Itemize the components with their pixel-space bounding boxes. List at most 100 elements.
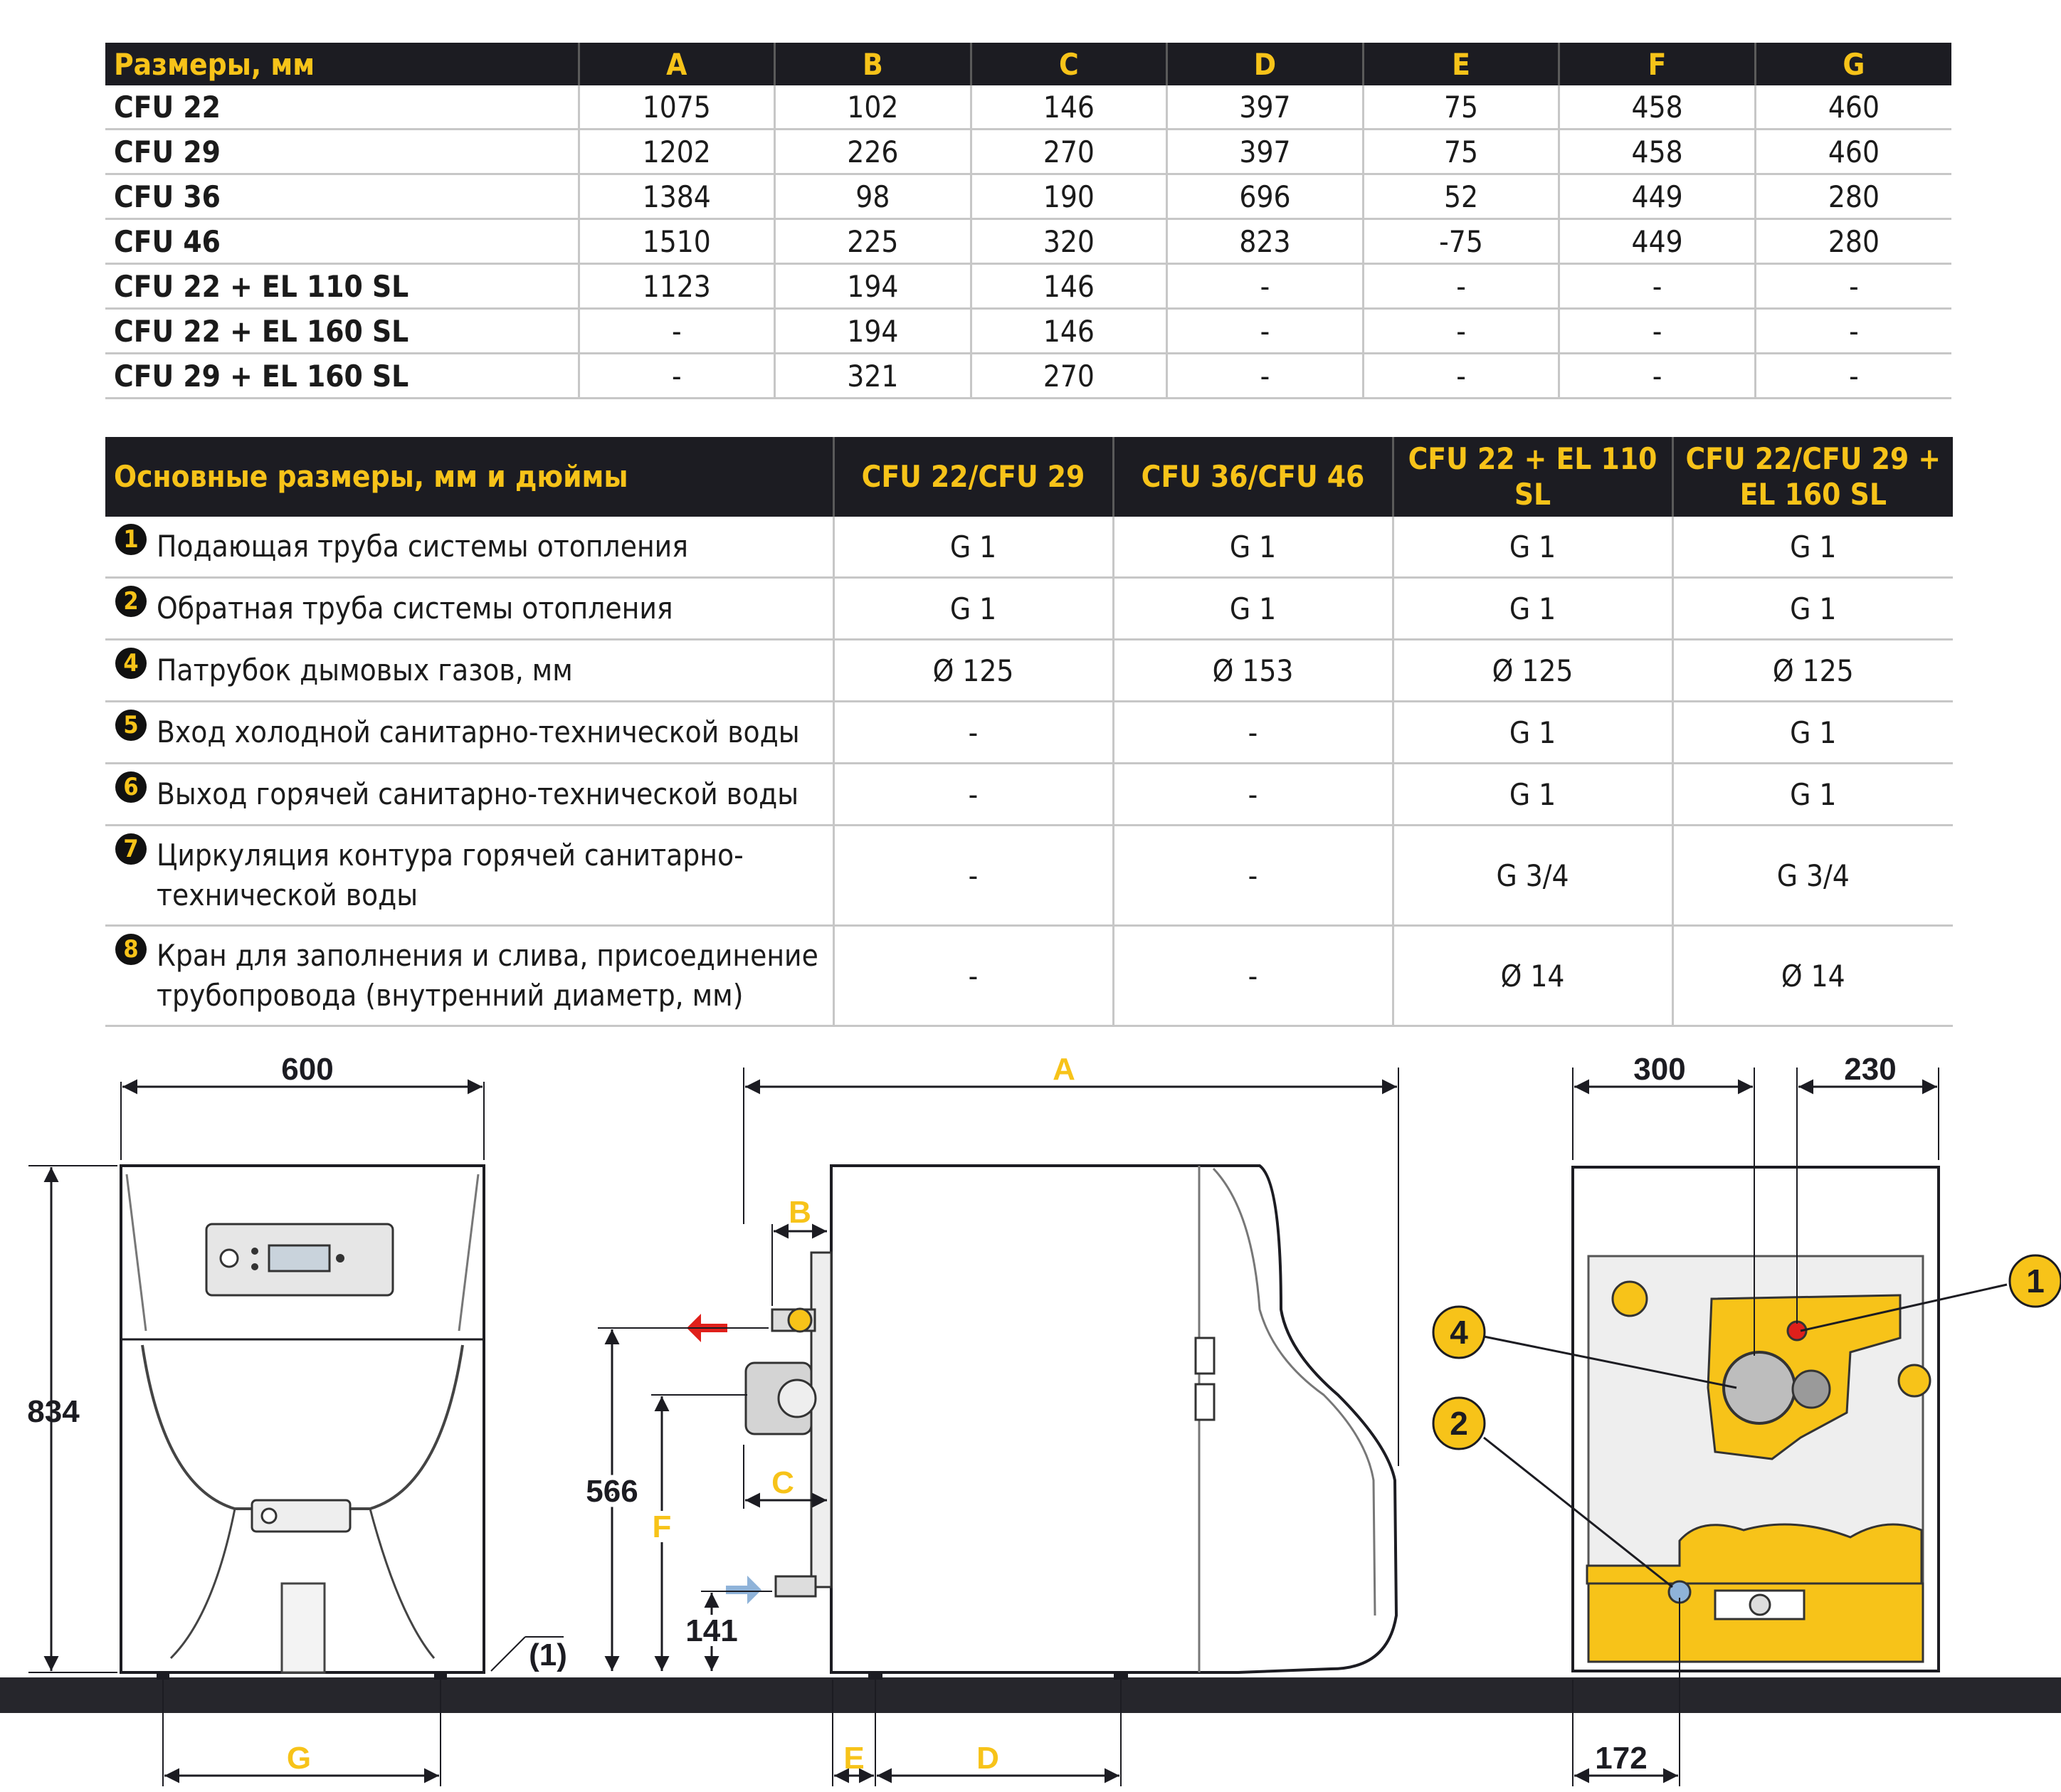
value-cell: Ø 14 xyxy=(1393,925,1674,1027)
value-cell: -75 xyxy=(1363,218,1561,265)
cold-flow-arrow xyxy=(726,1576,761,1604)
connection-description-cell: 4 Патрубок дымовых газов, мм xyxy=(105,639,835,702)
value-cell: 226 xyxy=(774,129,972,175)
value-cell: 1075 xyxy=(579,85,776,130)
value-cell: Ø 125 xyxy=(1672,639,1953,702)
value-cell: 460 xyxy=(1755,129,1951,175)
connection-number-badge: 8 xyxy=(115,934,147,965)
value-cell: - xyxy=(833,825,1114,927)
display-screen xyxy=(268,1244,331,1272)
value-cell: 194 xyxy=(774,263,972,310)
header-cell: CFU 22 + EL 110 SL xyxy=(1393,437,1674,517)
f-dimension-label: F xyxy=(653,1509,672,1544)
connection-description-cell: 6 Выход горячей санитарно-технической вод… xyxy=(105,763,835,826)
callout-badge xyxy=(2008,1254,2061,1308)
value-cell: - xyxy=(1755,308,1951,354)
value-cell: - xyxy=(833,925,1114,1027)
connection-number-badge: 6 xyxy=(115,771,147,803)
e-dimension-label: E xyxy=(843,1741,864,1776)
value-cell: 98 xyxy=(774,174,972,220)
connection-description-cell: 5 Вход холодной санитарно-технической вод… xyxy=(105,701,835,764)
value-cell: G 1 xyxy=(833,577,1114,641)
table-row: 5 Вход холодной санитарно-технической вод… xyxy=(105,701,1953,764)
value-cell: - xyxy=(1113,701,1394,764)
value-cell: 1510 xyxy=(579,218,776,265)
height-141-label: 141 xyxy=(685,1613,737,1648)
connection-label: Кран для заполнения и слива, присоединен… xyxy=(157,938,818,1013)
value-cell: G 1 xyxy=(833,517,1114,579)
connection-label: Патрубок дымовых газов, мм xyxy=(157,653,573,687)
callout-1-label: 1 xyxy=(2026,1263,2045,1300)
value-cell: G 1 xyxy=(1393,577,1674,641)
connection-number-badge: 4 xyxy=(115,648,147,679)
header-cell: F xyxy=(1559,43,1756,85)
value-cell: 190 xyxy=(971,174,1169,220)
value-cell: - xyxy=(1559,353,1756,399)
value-cell: 320 xyxy=(971,218,1169,265)
value-cell: - xyxy=(1363,263,1561,310)
value-cell: 1384 xyxy=(579,174,776,220)
front-view: 600 834 (1) G xyxy=(27,1052,567,1786)
model-name-cell: CFU 29 + EL 160 SL xyxy=(105,353,580,399)
callout-2-label: 2 xyxy=(1450,1405,1468,1442)
value-cell: - xyxy=(1113,825,1394,927)
connection-label: Выход горячей санитарно-технической воды xyxy=(157,776,799,811)
model-name-cell: CFU 46 xyxy=(105,218,580,265)
floor-bar xyxy=(0,1677,2061,1713)
model-name-cell: CFU 22 + EL 160 SL xyxy=(105,308,580,354)
c-dimension-label: C xyxy=(771,1465,794,1500)
value-cell: - xyxy=(579,353,776,399)
width-230-label: 230 xyxy=(1844,1052,1896,1087)
header-cell: G xyxy=(1755,43,1951,85)
value-cell: - xyxy=(1166,308,1364,354)
value-cell: 280 xyxy=(1755,218,1951,265)
value-cell: - xyxy=(1755,263,1951,310)
value-cell: G 1 xyxy=(1672,517,1953,579)
value-cell: G 3/4 xyxy=(1672,825,1953,927)
value-cell: 823 xyxy=(1166,218,1364,265)
d-dimension-label: D xyxy=(976,1741,999,1776)
value-cell: 321 xyxy=(774,353,972,399)
value-cell: 75 xyxy=(1363,129,1561,175)
value-cell: 458 xyxy=(1559,129,1756,175)
value-cell: Ø 125 xyxy=(1393,639,1674,702)
width-600-label: 600 xyxy=(281,1052,333,1087)
value-cell: 146 xyxy=(971,308,1169,354)
value-cell: Ø 125 xyxy=(833,639,1114,702)
value-cell: - xyxy=(1166,263,1364,310)
model-name-cell: CFU 29 xyxy=(105,129,580,175)
value-cell: G 1 xyxy=(1393,763,1674,826)
connection-number-badge: 5 xyxy=(115,710,147,741)
connection-label: Обратная труба системы отопления xyxy=(157,591,673,626)
header-cell: D xyxy=(1166,43,1364,85)
connection-number-badge: 1 xyxy=(115,524,147,555)
value-cell: - xyxy=(579,308,776,354)
value-cell: 1123 xyxy=(579,263,776,310)
value-cell: 146 xyxy=(971,263,1169,310)
value-cell: Ø 14 xyxy=(1672,925,1953,1027)
value-cell: G 1 xyxy=(1113,577,1394,641)
value-cell: 280 xyxy=(1755,174,1951,220)
model-name-cell: CFU 22 xyxy=(105,85,580,130)
side-view: A B C 566 F 141 E D xyxy=(581,1052,1399,1786)
value-cell: 460 xyxy=(1755,85,1951,130)
value-cell: G 1 xyxy=(1672,763,1953,826)
connection-label: Вход холодной санитарно-технической воды xyxy=(157,715,800,749)
value-cell: - xyxy=(1166,353,1364,399)
width-172-label: 172 xyxy=(1595,1741,1647,1776)
header-cell: CFU 22/CFU 29 xyxy=(833,437,1114,517)
header-cell: CFU 36/CFU 46 xyxy=(1113,437,1394,517)
value-cell: G 1 xyxy=(1672,701,1953,764)
connection-number-badge: 7 xyxy=(115,833,147,865)
